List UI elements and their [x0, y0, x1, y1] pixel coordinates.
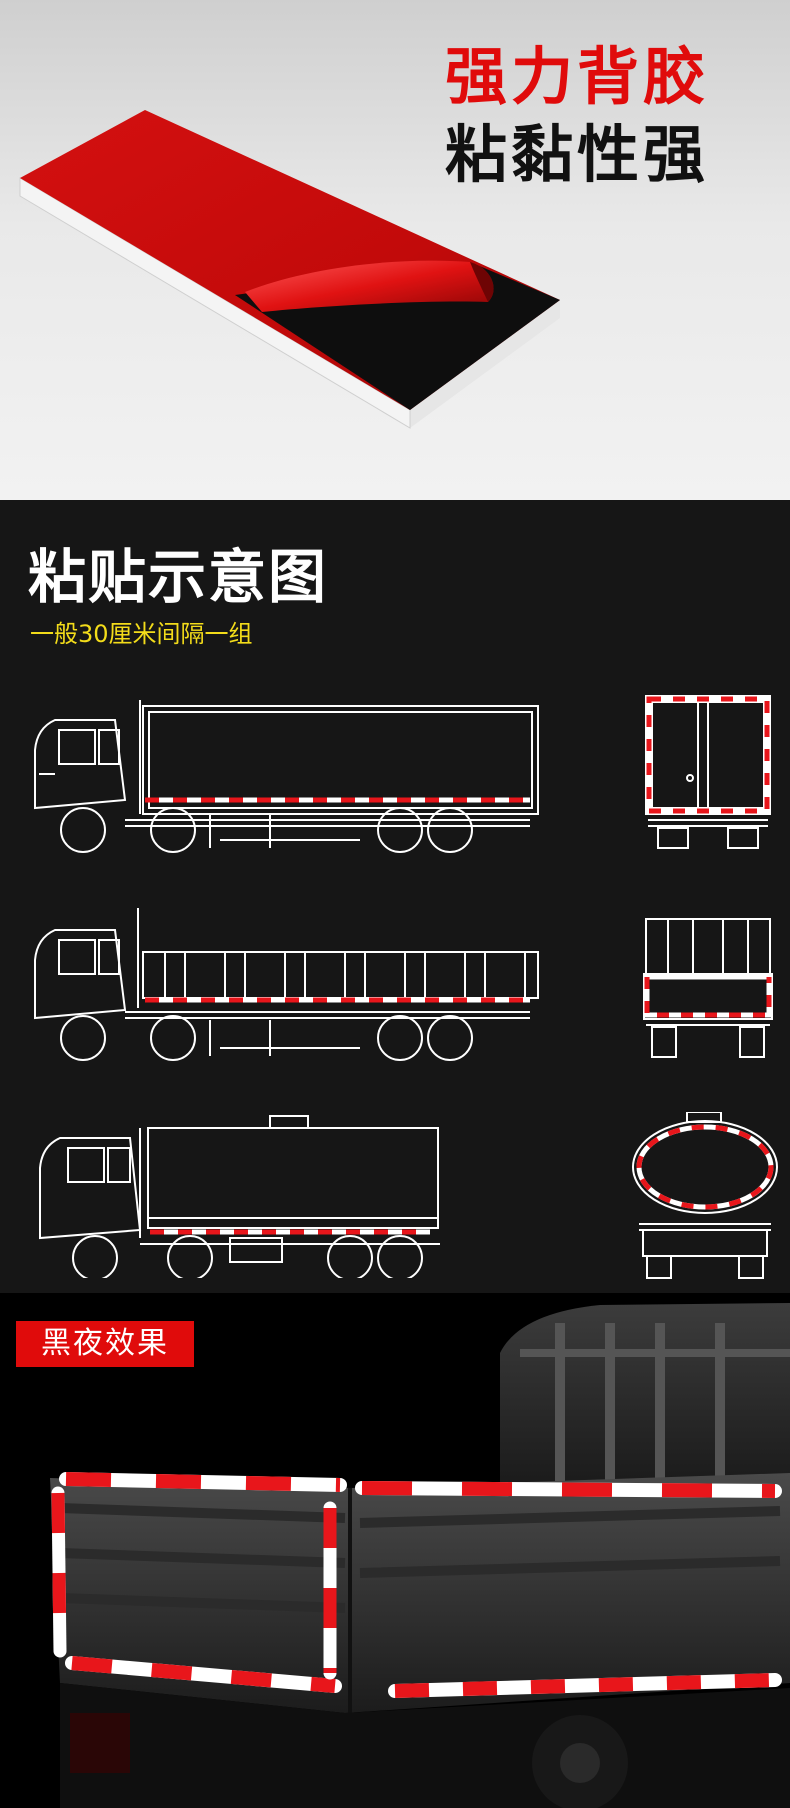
night-effect-section: 黑夜效果 [0, 1293, 790, 1808]
reflective-strip-bottom-left [65, 1656, 342, 1693]
reflective-strip-product-image [19, 110, 560, 429]
box-truck-rear-diagram [645, 695, 771, 849]
headline-line-2: 粘黏性强 [445, 118, 710, 191]
headline-line-1: 强力背胶 [445, 40, 710, 113]
flatbed-truck-rear-diagram [643, 918, 773, 1058]
tanker-truck-side-diagram [39, 1115, 440, 1278]
diagram-title: 粘贴示意图 [28, 543, 329, 611]
truck-night-photo [50, 1303, 790, 1808]
reflective-strip-top-right [355, 1481, 782, 1498]
diagram-subtitle: 一般30厘米间隔一组 [30, 620, 253, 648]
diagram-section: 粘贴示意图 一般30厘米间隔一组 [0, 500, 790, 1293]
reflective-strip-left-vertical [51, 1486, 67, 1658]
reflective-strip-top-left [59, 1472, 347, 1492]
night-effect-badge: 黑夜效果 [16, 1321, 194, 1367]
adhesive-section: 强力背胶 粘黏性强 [0, 0, 790, 500]
flatbed-truck-side-diagram [34, 908, 539, 1061]
reflective-strip-bottom-right [388, 1673, 782, 1698]
peeling-film [245, 260, 494, 312]
box-truck-side-diagram [34, 700, 539, 853]
tanker-truck-rear-diagram [632, 1112, 778, 1279]
